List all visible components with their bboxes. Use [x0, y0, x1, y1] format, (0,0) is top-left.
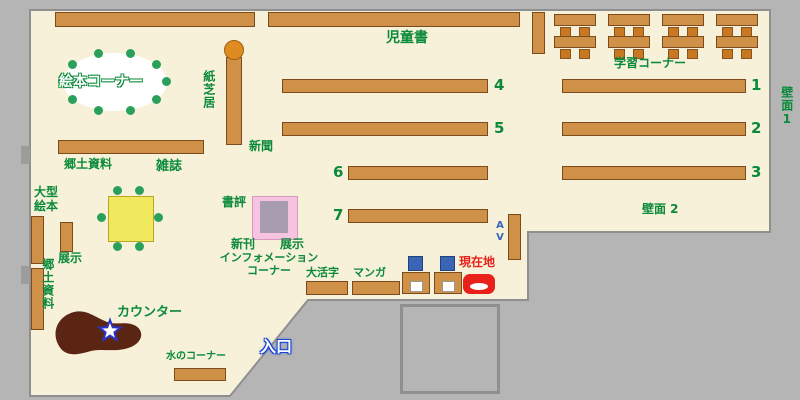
- shelf-number-5: 5: [494, 119, 505, 137]
- shelf-local-materials-top: [58, 140, 204, 154]
- chair-blue: [440, 256, 455, 271]
- chair-dot: [97, 213, 106, 222]
- chair-dot: [68, 60, 77, 69]
- chair-dot: [58, 77, 67, 86]
- study-desk: [716, 14, 758, 37]
- study-desk: [662, 14, 704, 37]
- label-local-materials-top: 郷土資料: [64, 157, 113, 171]
- chair-dot: [94, 49, 103, 58]
- study-desk: [662, 36, 704, 59]
- shelf-number-4: 4: [494, 76, 505, 94]
- label-picture-book-corner: 絵本コーナー: [59, 74, 143, 90]
- door-notch: [21, 266, 30, 284]
- exterior-structure: [400, 304, 500, 394]
- chair-dot: [135, 186, 144, 195]
- counter-star-icon: [96, 317, 124, 343]
- label-wall-1: 壁面1: [779, 86, 794, 127]
- label-manga: マンガ: [353, 266, 386, 279]
- shelf-1: [562, 79, 746, 93]
- chair-dot: [113, 242, 122, 251]
- label-magazines: 雑誌: [156, 159, 183, 174]
- study-desk: [716, 36, 758, 59]
- chair-dot: [126, 106, 135, 115]
- kamishibai-stool: [224, 40, 244, 60]
- study-desk: [554, 14, 596, 37]
- study-desk: [554, 36, 596, 59]
- shelf-childrens-books: [268, 12, 520, 27]
- label-large-print: 大活字: [306, 266, 339, 279]
- shelf-divider: [532, 12, 545, 54]
- chair-dot: [152, 60, 161, 69]
- current-location-marker: [463, 274, 495, 294]
- shelf-2: [562, 122, 746, 136]
- label-newspaper: 新聞: [249, 139, 274, 153]
- picture-book-table: [63, 53, 167, 111]
- chair-dot: [135, 242, 144, 251]
- opac-terminal: [402, 272, 430, 294]
- new-book-display-panel: [260, 201, 288, 233]
- chair-dot: [154, 213, 163, 222]
- opac-terminal: [434, 272, 462, 294]
- label-study-corner: 学習コーナー: [614, 56, 687, 70]
- shelf-water-corner: [174, 368, 226, 381]
- label-large-picture-books: 大型 絵本: [34, 185, 59, 213]
- study-desk: [608, 36, 650, 59]
- shelf-large-print: [306, 281, 348, 295]
- shelf-av: [508, 214, 521, 260]
- shelf-manga: [352, 281, 400, 295]
- chair-dot: [126, 49, 135, 58]
- label-new-books: 新刊: [231, 237, 256, 251]
- label-kamishibai: 紙芝居: [201, 70, 216, 109]
- chair-dot: [162, 77, 171, 86]
- shelf-3: [562, 166, 746, 180]
- shelf-large-picture-books: [31, 216, 44, 264]
- study-desk: [608, 14, 650, 37]
- shelf-6: [348, 166, 488, 180]
- label-display-center: 展示: [280, 237, 305, 251]
- label-information-corner: インフォメーション コーナー: [219, 251, 319, 277]
- shelf-number-3: 3: [751, 163, 762, 181]
- shelf-number-6: 6: [333, 163, 344, 181]
- label-entrance: 入口: [260, 337, 293, 356]
- label-childrens-books: 児童書: [386, 30, 428, 46]
- shelf-4: [282, 79, 488, 93]
- shelf-local-materials-left: [31, 268, 44, 330]
- label-current-location: 現在地: [459, 255, 496, 269]
- chair-dot: [68, 95, 77, 104]
- door-notch: [21, 146, 30, 164]
- chair-blue: [408, 256, 423, 271]
- shelf-top-left: [55, 12, 255, 27]
- chair-dot: [94, 106, 103, 115]
- chair-dot: [113, 186, 122, 195]
- label-display-left: 展示: [58, 251, 83, 265]
- shelf-5: [282, 122, 488, 136]
- label-av: AV: [494, 220, 506, 244]
- floor-area: [29, 9, 771, 397]
- shelf-number-2: 2: [751, 119, 762, 137]
- label-book-review: 書評: [222, 195, 247, 209]
- label-local-materials-left: 郷土資料: [40, 258, 55, 310]
- label-wall-2: 壁面 2: [642, 202, 679, 216]
- label-counter: カウンター: [117, 305, 183, 320]
- label-water-corner: 水のコーナー: [166, 351, 226, 362]
- shelf-number-1: 1: [751, 76, 762, 94]
- shelf-display-small: [60, 222, 73, 252]
- reading-table: [108, 196, 154, 242]
- chair-dot: [152, 95, 161, 104]
- shelf-7: [348, 209, 488, 223]
- counter-desk: [55, 311, 142, 355]
- shelf-kamishibai: [226, 57, 242, 145]
- shelf-number-7: 7: [333, 206, 344, 224]
